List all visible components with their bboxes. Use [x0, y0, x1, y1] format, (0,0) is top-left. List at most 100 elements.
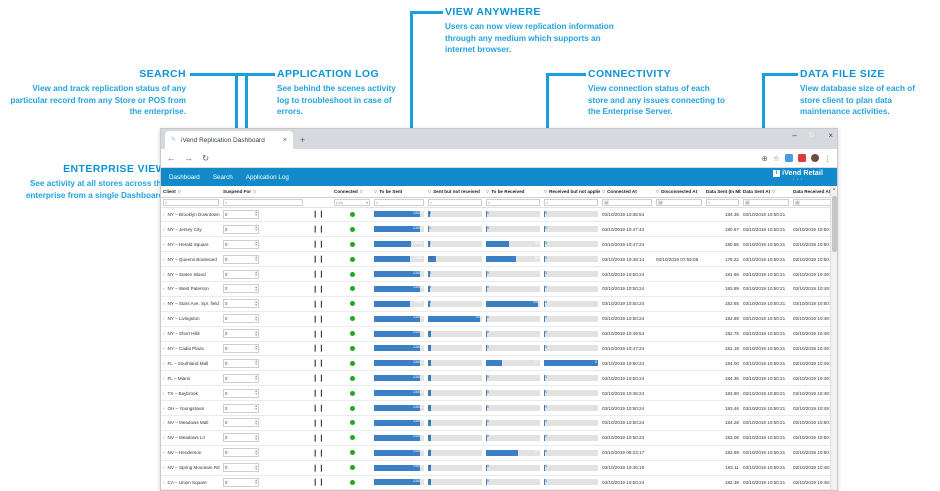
- client-cell[interactable]: ›NY – Stars Ave. Spr. field: [161, 296, 221, 312]
- client-cell[interactable]: ›NV – Meadows Mall: [161, 415, 221, 431]
- browser-tab[interactable]: ✎ iVend Replication Dashboard ×: [165, 131, 293, 149]
- column-filter-input[interactable]: ⌕: [374, 198, 424, 206]
- pause-cell[interactable]: ❙❙: [305, 341, 332, 357]
- expand-row-icon[interactable]: ›: [163, 450, 165, 456]
- grid-filter-cell[interactable]: ⌕: [484, 197, 542, 208]
- expand-row-icon[interactable]: ›: [163, 316, 165, 322]
- pause-cell[interactable]: ❙❙: [305, 385, 332, 402]
- suspend-for-stepper[interactable]: 0▴▾: [223, 343, 259, 353]
- client-cell[interactable]: ›NY – Short Hills: [161, 326, 221, 342]
- suspend-for-stepper[interactable]: 0▴▾: [223, 329, 259, 339]
- stepper-arrows-icon[interactable]: ▴▾: [255, 270, 257, 277]
- grid-header-cell[interactable]: Suspend For▽: [221, 186, 305, 198]
- suspend-for-cell[interactable]: 0▴▾: [221, 281, 305, 297]
- suspend-for-stepper[interactable]: 0▴▾: [223, 299, 259, 309]
- connected-filter-select[interactable]: (All)▾: [334, 198, 370, 206]
- stepper-arrows-icon[interactable]: ▴▾: [255, 314, 257, 322]
- pause-icon[interactable]: ❙❙: [312, 345, 325, 353]
- minimize-icon[interactable]: –: [792, 131, 797, 140]
- suspend-for-stepper[interactable]: 0▴▾: [223, 373, 259, 383]
- pause-icon[interactable]: ❙❙: [312, 315, 325, 323]
- column-filter-input[interactable]: 🗓: [602, 198, 652, 206]
- client-cell[interactable]: ›CA – Richmond: [161, 489, 221, 490]
- maximize-icon[interactable]: ⬜: [808, 133, 817, 139]
- grid-filter-cell[interactable]: 🗓: [654, 197, 704, 208]
- column-filter-input[interactable]: ⌕: [544, 198, 598, 206]
- suspend-for-cell[interactable]: 0▴▾: [221, 415, 305, 431]
- pause-icon[interactable]: ❙❙: [312, 434, 325, 442]
- suspend-for-cell[interactable]: 0▴▾: [221, 385, 305, 402]
- suspend-for-cell[interactable]: 0▴▾: [221, 326, 305, 342]
- column-filter-input[interactable]: 🗓: [656, 198, 702, 206]
- stepper-arrows-icon[interactable]: ▴▾: [255, 299, 257, 307]
- stepper-arrows-icon[interactable]: ▴▾: [255, 404, 257, 412]
- pause-cell[interactable]: ❙❙: [305, 311, 332, 327]
- stepper-arrows-icon[interactable]: ▴▾: [255, 284, 257, 292]
- grid-filter-cell[interactable]: ⌕: [161, 197, 221, 208]
- expand-row-icon[interactable]: ›: [163, 390, 165, 396]
- profile-avatar[interactable]: [810, 154, 819, 162]
- pause-cell[interactable]: ❙❙: [305, 355, 332, 372]
- client-cell[interactable]: ›NY – Cadia Plaza: [161, 341, 221, 357]
- expand-row-icon[interactable]: ›: [163, 375, 165, 381]
- suspend-for-stepper[interactable]: 0▴▾: [223, 269, 259, 279]
- pause-cell[interactable]: ❙❙: [305, 207, 332, 223]
- grid-header-cell[interactable]: Data Sent At▽: [741, 186, 791, 198]
- stepper-arrows-icon[interactable]: ▴▾: [255, 374, 257, 382]
- expand-row-icon[interactable]: ›: [163, 286, 165, 292]
- suspend-for-cell[interactable]: 0▴▾: [221, 370, 305, 387]
- pause-cell[interactable]: ❙❙: [305, 296, 332, 312]
- suspend-for-stepper[interactable]: 0▴▾: [223, 448, 259, 458]
- expand-row-icon[interactable]: ›: [163, 301, 165, 307]
- grid-header-cell[interactable]: ▽To be Sent: [372, 186, 426, 198]
- pause-cell[interactable]: ❙❙: [305, 326, 332, 342]
- filter-icon[interactable]: ▽: [602, 188, 606, 194]
- column-filter-input[interactable]: ⌕: [486, 198, 540, 206]
- chevron-down-icon[interactable]: ▾: [365, 199, 368, 205]
- client-cell[interactable]: ›NY – Jersey City: [161, 221, 221, 238]
- stepper-arrows-icon[interactable]: ▴▾: [255, 418, 257, 426]
- filter-icon[interactable]: ▽: [656, 188, 660, 194]
- grid-header-cell[interactable]: Data Sent (In Mb)▽: [704, 186, 741, 198]
- pause-icon[interactable]: ❙❙: [312, 271, 325, 278]
- pause-cell[interactable]: ❙❙: [305, 221, 332, 238]
- reload-icon[interactable]: ↻: [202, 152, 210, 163]
- stepper-arrows-icon[interactable]: ▴▾: [255, 463, 257, 471]
- filter-icon[interactable]: ▽: [486, 188, 490, 194]
- pause-cell[interactable]: ❙❙: [305, 370, 332, 387]
- suspend-for-cell[interactable]: 0▴▾: [221, 355, 305, 372]
- column-filter-input[interactable]: ⌕: [223, 198, 303, 206]
- client-cell[interactable]: ›NY – Brooklyn Downtown: [161, 207, 221, 223]
- client-cell[interactable]: ›NV – Henderson: [161, 445, 221, 461]
- suspend-for-stepper[interactable]: 0▴▾: [223, 224, 259, 234]
- grid-filter-cell[interactable]: 🗓: [600, 197, 654, 208]
- expand-row-icon[interactable]: ›: [163, 465, 165, 471]
- pause-icon[interactable]: ❙❙: [312, 390, 325, 398]
- column-filter-input[interactable]: 🗓: [743, 198, 789, 206]
- scroll-up-icon[interactable]: ▲: [832, 186, 836, 191]
- suspend-for-stepper[interactable]: 0▴▾: [223, 388, 259, 398]
- client-cell[interactable]: ›NY – Livingston: [161, 311, 221, 327]
- expand-row-icon[interactable]: ›: [163, 420, 165, 426]
- grid-filter-cell[interactable]: [305, 197, 332, 208]
- pause-cell[interactable]: ❙❙: [305, 489, 332, 490]
- grid-filter-cell[interactable]: ⌕: [542, 197, 600, 208]
- pause-icon[interactable]: ❙❙: [312, 285, 325, 293]
- suspend-for-stepper[interactable]: 0▴▾: [223, 314, 259, 324]
- expand-row-icon[interactable]: ›: [163, 256, 165, 262]
- pause-cell[interactable]: ❙❙: [305, 281, 332, 297]
- column-filter-input[interactable]: ⌕: [163, 198, 219, 206]
- chrome-menu-icon[interactable]: ⋮: [823, 153, 832, 163]
- grid-filter-cell[interactable]: 🗓: [791, 197, 837, 208]
- extension-icon-1[interactable]: [784, 154, 793, 162]
- grid-filter-cell[interactable]: (All)▾: [332, 197, 372, 208]
